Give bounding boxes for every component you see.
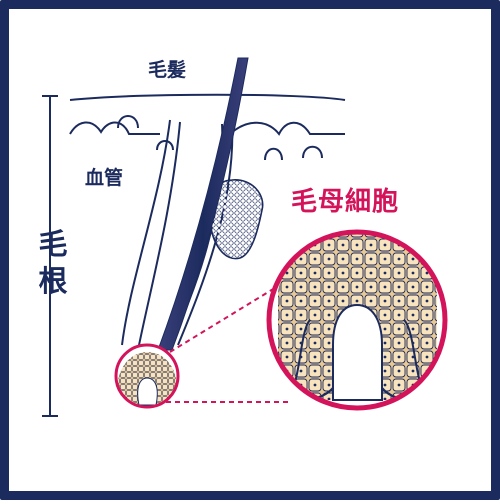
label-hair-root-char-2: 根 xyxy=(38,264,68,298)
label-blood-vessel: 血管 xyxy=(85,167,124,189)
zoom-connectors xyxy=(166,282,290,403)
hair-matrix-zoom xyxy=(266,229,448,411)
hair-bulb-small xyxy=(114,343,180,409)
skin-surface xyxy=(69,93,346,161)
label-hair-root-char-1: 毛 xyxy=(38,227,68,261)
root-bracket xyxy=(42,95,58,417)
label-hair: 毛髪 xyxy=(148,59,187,81)
label-hair-matrix-cell: 毛母細胞 xyxy=(291,187,400,217)
label-hair-root: 毛 根 xyxy=(37,230,69,296)
